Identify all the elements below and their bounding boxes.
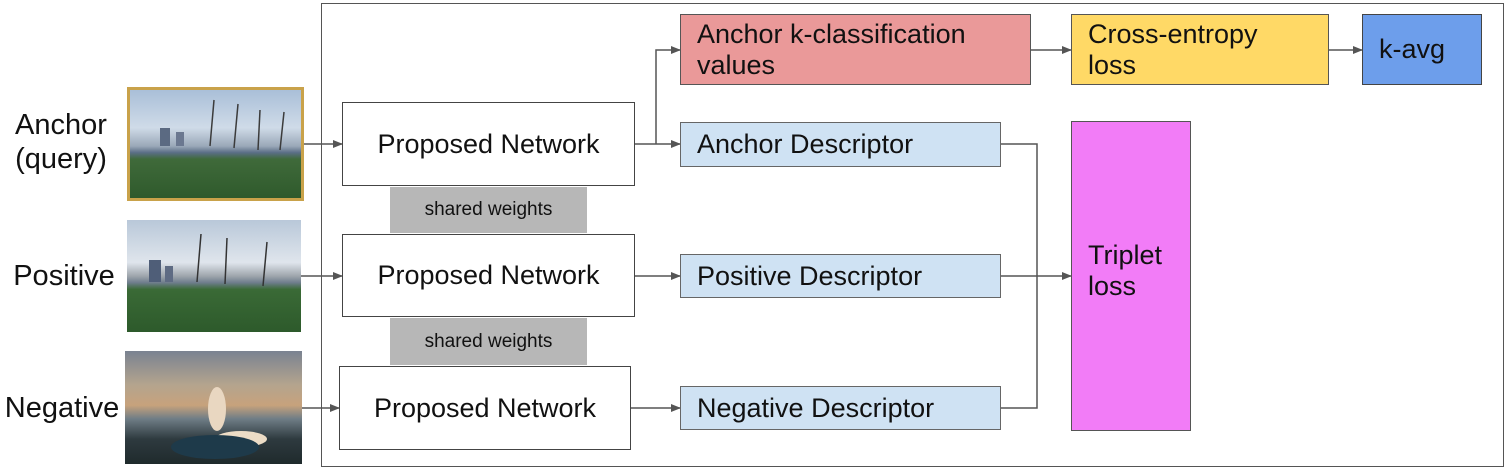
positive-painting-image bbox=[127, 220, 301, 332]
shared-weights-upper-label: shared weights bbox=[424, 199, 553, 220]
triplet-loss-box: Triplet loss bbox=[1071, 121, 1191, 431]
anchor-descriptor-box: Anchor Descriptor bbox=[680, 122, 1001, 167]
shared-weights-upper: shared weights bbox=[390, 187, 587, 233]
negative-painting-detail bbox=[171, 387, 267, 459]
k-avg-box: k-avg bbox=[1362, 14, 1482, 85]
anchor-network-label: Proposed Network bbox=[377, 128, 600, 159]
positive-proposed-network: Proposed Network bbox=[342, 234, 635, 317]
pipeline-frame bbox=[321, 3, 1504, 467]
negative-descriptor-box: Negative Descriptor bbox=[680, 386, 1001, 430]
negative-proposed-network: Proposed Network bbox=[339, 366, 631, 450]
anchor-proposed-network: Proposed Network bbox=[342, 102, 635, 186]
line-negative-descriptor-to-merge bbox=[1001, 276, 1038, 409]
cross-entropy-loss-box: Cross-entropy loss bbox=[1071, 14, 1329, 85]
anchor-classification-label: Anchor k-classification values bbox=[697, 18, 966, 80]
shared-weights-lower: shared weights bbox=[390, 318, 587, 365]
negative-label: Negative bbox=[4, 392, 120, 424]
arrow-anchor-network-to-classification bbox=[655, 46, 681, 144]
k-avg-label: k-avg bbox=[1379, 34, 1446, 64]
anchor-classification-values-box: Anchor k-classification values bbox=[680, 14, 1031, 85]
anchor-painting-image bbox=[127, 87, 304, 201]
anchor-query-label: Anchor (query) bbox=[15, 109, 107, 175]
positive-descriptor-label: Positive Descriptor bbox=[697, 260, 923, 291]
triplet-loss-label: Triplet loss bbox=[1088, 240, 1163, 301]
negative-descriptor-label: Negative Descriptor bbox=[697, 392, 935, 423]
anchor-descriptor-label: Anchor Descriptor bbox=[697, 129, 914, 159]
negative-painting-image bbox=[125, 351, 302, 464]
cross-entropy-label: Cross-entropy loss bbox=[1088, 18, 1258, 80]
positive-painting-detail bbox=[149, 233, 268, 287]
line-anchor-descriptor-to-merge bbox=[1001, 143, 1038, 276]
positive-label: Positive bbox=[13, 260, 115, 292]
positive-network-label: Proposed Network bbox=[377, 260, 600, 290]
positive-descriptor-box: Positive Descriptor bbox=[680, 254, 1001, 298]
anchor-painting-detail bbox=[160, 99, 285, 151]
shared-weights-lower-label: shared weights bbox=[424, 330, 553, 352]
negative-network-label: Proposed Network bbox=[373, 392, 597, 423]
